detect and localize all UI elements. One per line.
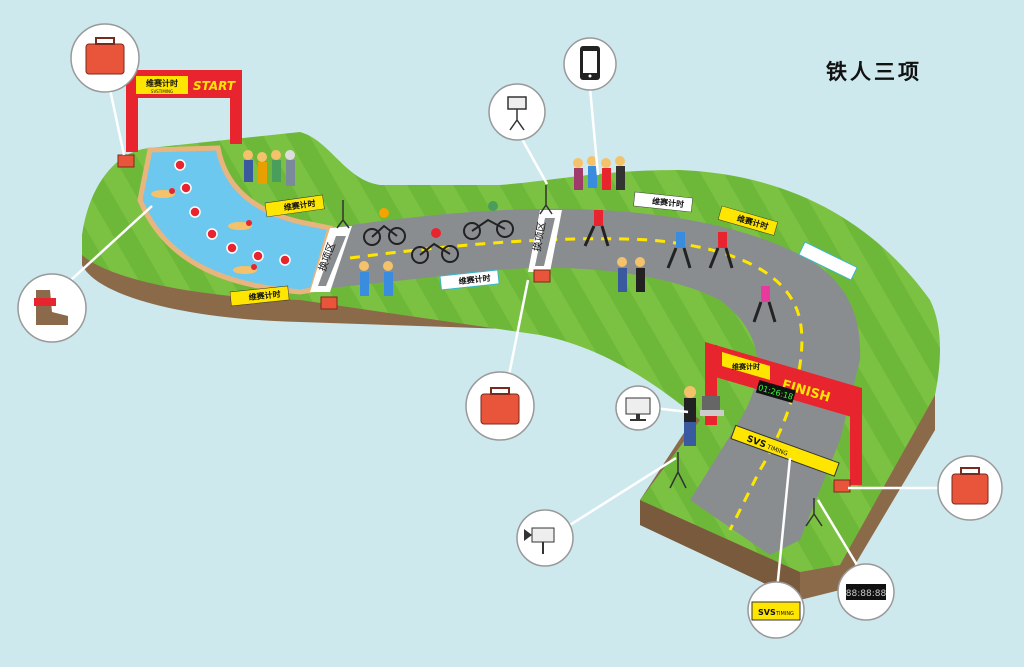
diagram-title: 铁人三项 [826,60,922,84]
finish-logo-text: 维赛计时 [732,362,760,371]
timing-mat-callout: SVS TIMING [747,581,805,639]
banner-1: 维赛计时 [264,194,325,218]
finish-timing-box-callout [937,455,1003,521]
callout-lines [59,79,940,591]
banner-5: 维赛计时 [717,205,779,236]
start-logo-sub: SVSTIMING [151,89,173,94]
transition-zone-2 [528,210,562,272]
runners [583,210,777,323]
banner-4: 维赛计时 [633,191,693,213]
transition-zone-1 [310,226,352,292]
ground-soil-front [640,500,800,600]
road [312,208,861,556]
ankle-chip-callout [17,273,87,343]
banner-6 [798,241,858,281]
clock-display-callout: 88:88:88 [837,563,895,621]
mat-callout-sub: TIMING [775,611,794,617]
banner-3: 维赛计时 [439,269,500,291]
camera-callout [516,509,574,567]
spectators-left [243,150,295,186]
spectators-middle [359,257,645,296]
road-center-line [349,237,804,531]
video-camera-icon [524,527,555,554]
course-timing-boxes [117,154,851,493]
start-label: START [193,79,236,93]
monitor-callout [615,385,661,431]
midcourse-timing-box-callout [465,371,535,441]
phone-icon [580,46,600,80]
timing-box-icon [480,387,520,425]
phone-callout [563,37,617,91]
tripod-antenna-icon [507,96,527,131]
buoy-line [174,159,291,266]
led-clock-icon: 88:88:88 [846,584,887,600]
swimmers [151,188,257,274]
cyclists [363,201,514,264]
tripod-antennas [336,185,823,527]
start-logo-text: 维赛计时 [146,78,178,88]
monitor-icon [625,397,651,421]
banner-2-text: 维赛计时 [248,289,281,302]
banner-4-text: 维赛计时 [652,196,685,209]
tripod-callout [488,83,546,141]
clock-callout-text: 88:88:88 [846,589,887,599]
finish-arch: 维赛计时 FINISH 01:26:18 [705,342,862,485]
mat-callout-label: SVS [758,608,776,617]
start-arch: 维赛计时 SVSTIMING START [126,70,242,152]
start-timing-box-callout [70,23,140,93]
timing-box-icon [951,467,989,505]
banner-3-text: 维赛计时 [458,273,491,286]
timing-box-icon [85,37,125,75]
banner-1-text: 维赛计时 [283,198,316,212]
banner-2: 维赛计时 [229,285,290,307]
ankle-chip-icon [34,290,68,325]
timing-mat-icon: SVS TIMING [751,601,801,621]
timekeeper [684,386,724,446]
spectators-top [573,156,625,190]
